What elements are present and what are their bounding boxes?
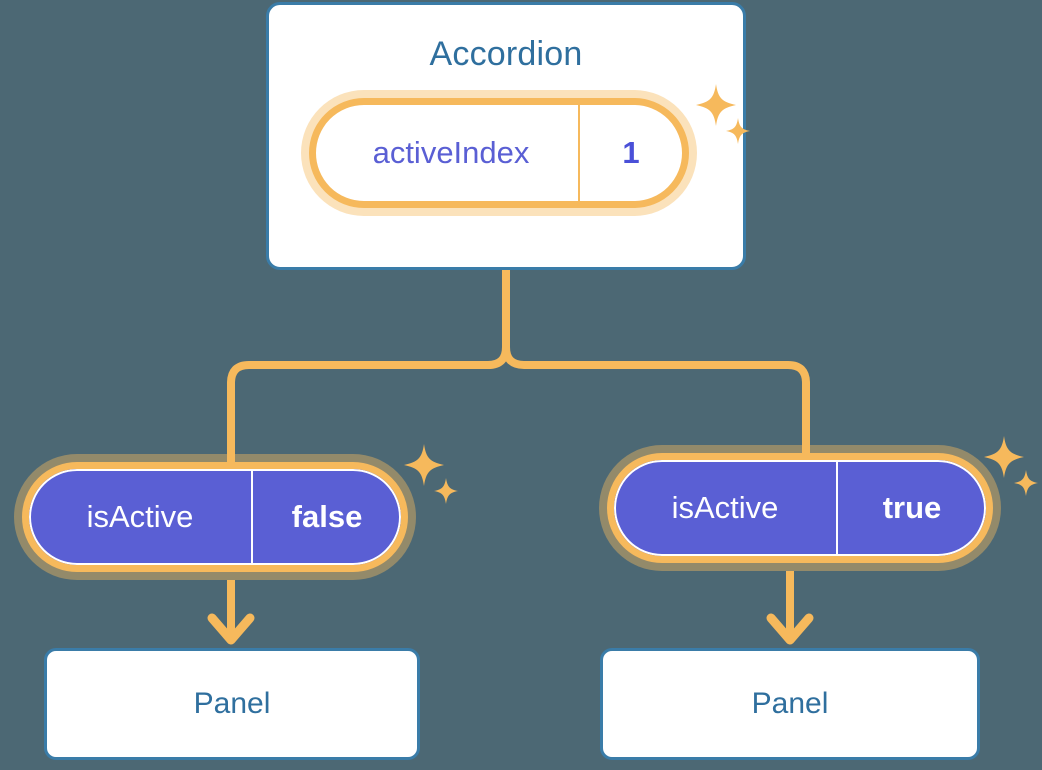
branch-connector-icon bbox=[227, 266, 510, 466]
prop-pill-body-right: isActive true bbox=[607, 453, 993, 563]
panel-label-left: Panel bbox=[193, 687, 271, 720]
state-pill-value: 1 bbox=[578, 105, 682, 201]
active-index-state-pill[interactable]: activeIndex 1 bbox=[309, 98, 689, 208]
isactive-false-prop-pill[interactable]: isActive false bbox=[22, 462, 408, 572]
panel-component-right[interactable]: Panel bbox=[600, 648, 980, 760]
prop-pill-key-right: isActive bbox=[671, 490, 779, 525]
sparkle-icon bbox=[404, 444, 444, 486]
prop-pill-key-left: isActive bbox=[86, 499, 194, 534]
arrow-down-icon bbox=[207, 613, 255, 645]
sparkle-group-left bbox=[400, 444, 462, 519]
prop-pill-body-left: isActive false bbox=[22, 462, 408, 572]
prop-pill-value-right: true bbox=[836, 460, 986, 556]
prop-pill-value-left: false bbox=[251, 469, 401, 565]
accordion-title: Accordion bbox=[429, 35, 583, 73]
isactive-true-prop-pill[interactable]: isActive true bbox=[607, 453, 993, 563]
panel-label-right: Panel bbox=[751, 687, 829, 720]
panel-component-left[interactable]: Panel bbox=[44, 648, 420, 760]
sparkle-small-icon bbox=[434, 478, 458, 504]
sparkle-small-icon bbox=[1014, 470, 1038, 496]
arrow-down-icon-right bbox=[766, 613, 814, 645]
state-pill-key: activeIndex bbox=[372, 135, 530, 170]
branch-connector-right-icon bbox=[502, 266, 810, 457]
state-pill-body: activeIndex 1 bbox=[309, 98, 689, 208]
